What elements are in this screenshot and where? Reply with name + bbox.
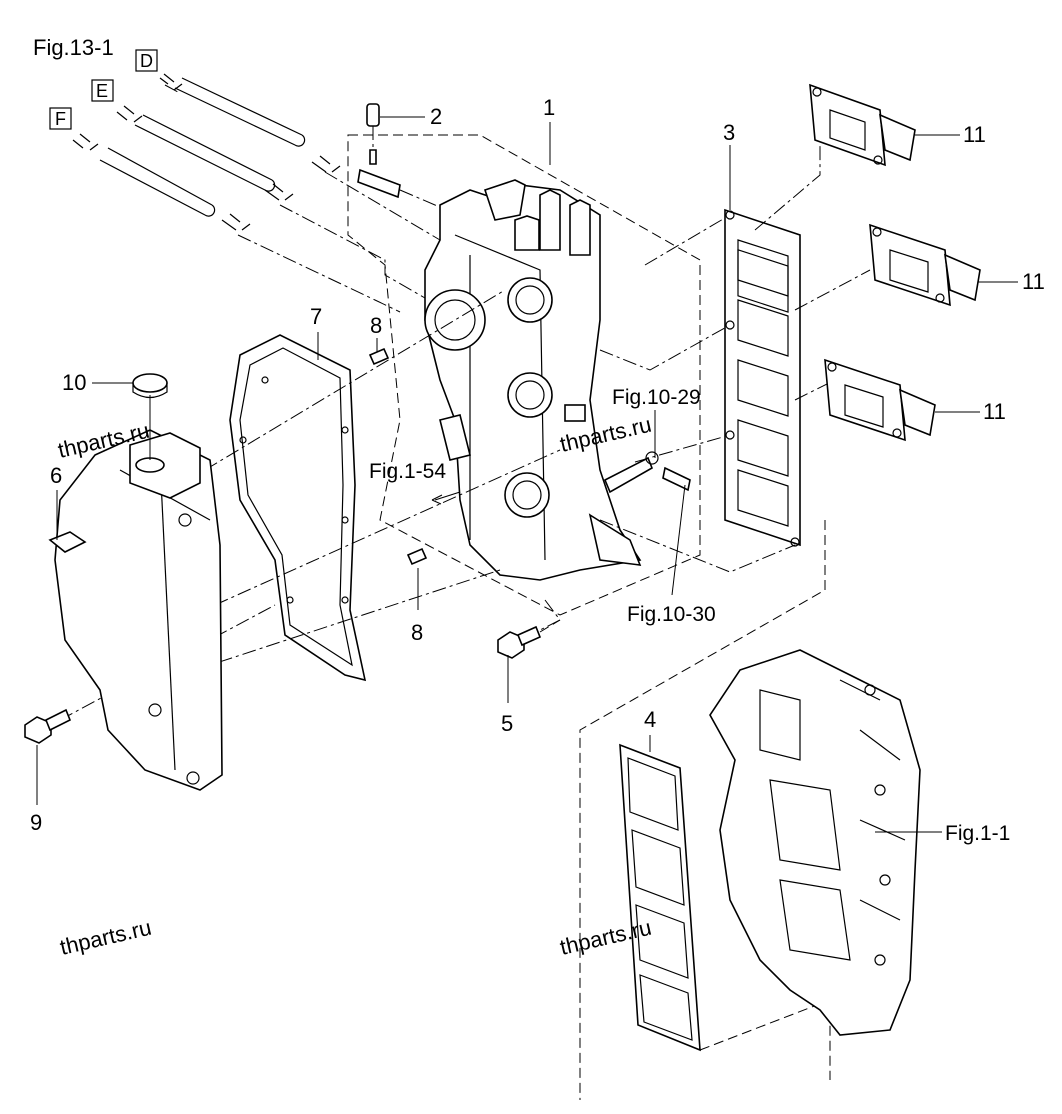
- callout-9: 9: [30, 810, 42, 835]
- callout-11-middle: 11: [1022, 269, 1045, 294]
- callout-8-upper: 8: [370, 313, 382, 338]
- routing-line: [644, 214, 731, 266]
- hose-clamp: [221, 213, 251, 231]
- connector-d: D: [135, 49, 158, 72]
- routing-line: [324, 171, 441, 241]
- hose-f: [72, 133, 216, 217]
- reference-arrow: [431, 494, 443, 505]
- ref-fig-10-29: Fig.10-29: [612, 386, 701, 409]
- block-part-1: [424, 179, 642, 581]
- dowel-pin-part-8-upper: [368, 347, 390, 366]
- callout-7: 7: [310, 304, 322, 329]
- cover-part-6: [48, 429, 223, 791]
- callout-2: 2: [430, 104, 442, 129]
- gasket-part-7: [229, 334, 367, 682]
- watermark: thparts.ru: [58, 915, 154, 960]
- routing-line: [59, 604, 276, 721]
- callout-3: 3: [723, 120, 735, 145]
- routing-line: [214, 449, 561, 606]
- routing-line: [204, 289, 506, 471]
- routing-line: [279, 204, 426, 299]
- callout-8-lower: 8: [411, 620, 423, 645]
- connector-f-label: F: [55, 109, 66, 129]
- callout-1: 1: [543, 95, 555, 120]
- leader-line: [434, 491, 461, 501]
- bolt-part-5: [497, 619, 561, 659]
- gasket-part-4: [619, 743, 701, 1052]
- crankcase-outline: [699, 999, 831, 1080]
- routing-line: [794, 269, 871, 311]
- callout-10: 10: [62, 370, 86, 395]
- routing-line: [237, 234, 401, 313]
- reed-valve-part-11-top: [809, 83, 916, 167]
- crankcase-fig-1-1: [709, 649, 921, 1036]
- hose-d: [159, 73, 306, 147]
- figure-title: Fig.13-1: [33, 35, 114, 60]
- assembly-outline: [347, 134, 701, 616]
- routing-line: [194, 569, 501, 671]
- ref-fig-10-30: Fig.10-30: [627, 603, 716, 626]
- routing-line: [599, 324, 731, 371]
- reed-valve-part-11-middle: [869, 223, 981, 307]
- dowel-pin-part-8-lower: [406, 547, 428, 566]
- connector-d-label: D: [140, 51, 153, 71]
- hose-clamp: [264, 183, 294, 201]
- routing-line: [599, 519, 796, 573]
- callout-11-top: 11: [963, 122, 986, 147]
- callout-11-bottom: 11: [983, 399, 1006, 424]
- callout-5: 5: [501, 711, 513, 736]
- cap-part-10: [132, 373, 168, 460]
- connector-e-label: E: [96, 81, 108, 101]
- connector-e: E: [91, 79, 114, 102]
- hose-clamp: [311, 155, 341, 173]
- gasket-part-3: [724, 208, 801, 547]
- ref-fig-1-54: Fig.1-54: [369, 460, 446, 483]
- hose-e: [116, 105, 276, 192]
- fitting-part-2: [357, 103, 471, 221]
- sensor-bracket: [603, 451, 691, 494]
- routing-line: [754, 110, 821, 231]
- connector-f: F: [49, 107, 72, 130]
- ref-fig-1-1: Fig.1-1: [945, 822, 1010, 845]
- crankcase-outline: [579, 520, 826, 1100]
- leader-line: [671, 484, 686, 596]
- bolt-part-9: [24, 708, 72, 744]
- callout-6: 6: [50, 463, 62, 488]
- callout-4: 4: [644, 707, 656, 732]
- routing-line: [634, 434, 731, 463]
- reed-valve-part-11-bottom: [824, 358, 936, 442]
